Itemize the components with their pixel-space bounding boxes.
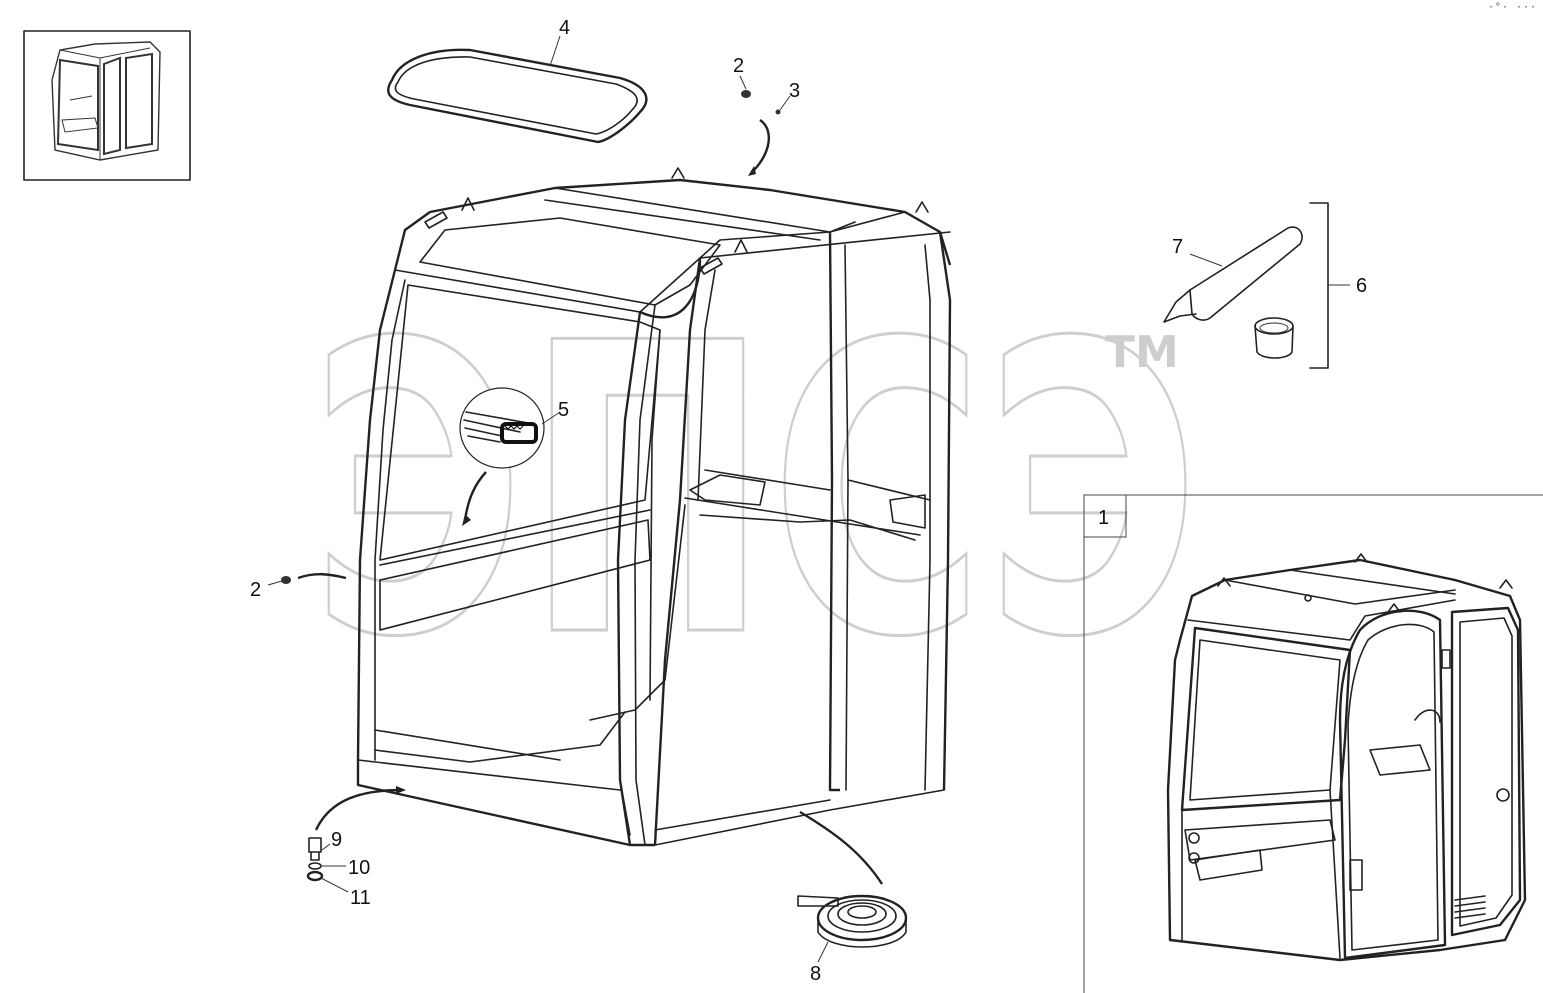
sealant-kit — [1309, 202, 1350, 369]
callout-3: 3 — [789, 80, 800, 102]
callout-7: 7 — [1172, 236, 1183, 258]
clip-top — [748, 95, 791, 176]
callout-6: 6 — [1356, 275, 1367, 297]
sealant-cap — [1254, 317, 1294, 359]
watermark: ЭПСЭ TM — [309, 259, 1202, 727]
callout-4: 4 — [559, 17, 570, 39]
callout-2-top: 2 — [733, 55, 744, 77]
nut-top — [739, 75, 751, 98]
callout-1: 1 — [1098, 507, 1109, 529]
fastener-stack — [306, 786, 406, 893]
complete-cab-assembly — [1166, 553, 1527, 962]
callout-5: 5 — [558, 399, 569, 421]
window-seal-profile — [459, 387, 561, 526]
callout-2-left: 2 — [250, 579, 261, 601]
nut-left — [267, 573, 347, 586]
assembly-inset — [1083, 494, 1543, 993]
sealant-tube — [1163, 226, 1303, 323]
roof-glass-seal — [387, 35, 648, 144]
callout-10: 10 — [348, 857, 370, 879]
corner-mark: ·°· ··· — [1487, 2, 1537, 13]
cab-frame — [356, 167, 952, 847]
callout-labels: 1 2 2 3 4 5 6 7 8 9 10 11 — [250, 17, 1367, 985]
callout-8: 8 — [810, 963, 821, 985]
callout-9: 9 — [331, 829, 342, 851]
watermark-tm: TM — [1105, 327, 1179, 378]
thumbnail-cab — [23, 30, 191, 181]
callout-11: 11 — [350, 887, 371, 909]
watermark-text: ЭПСЭ — [310, 260, 1200, 725]
sealing-tape-roll — [797, 810, 908, 963]
